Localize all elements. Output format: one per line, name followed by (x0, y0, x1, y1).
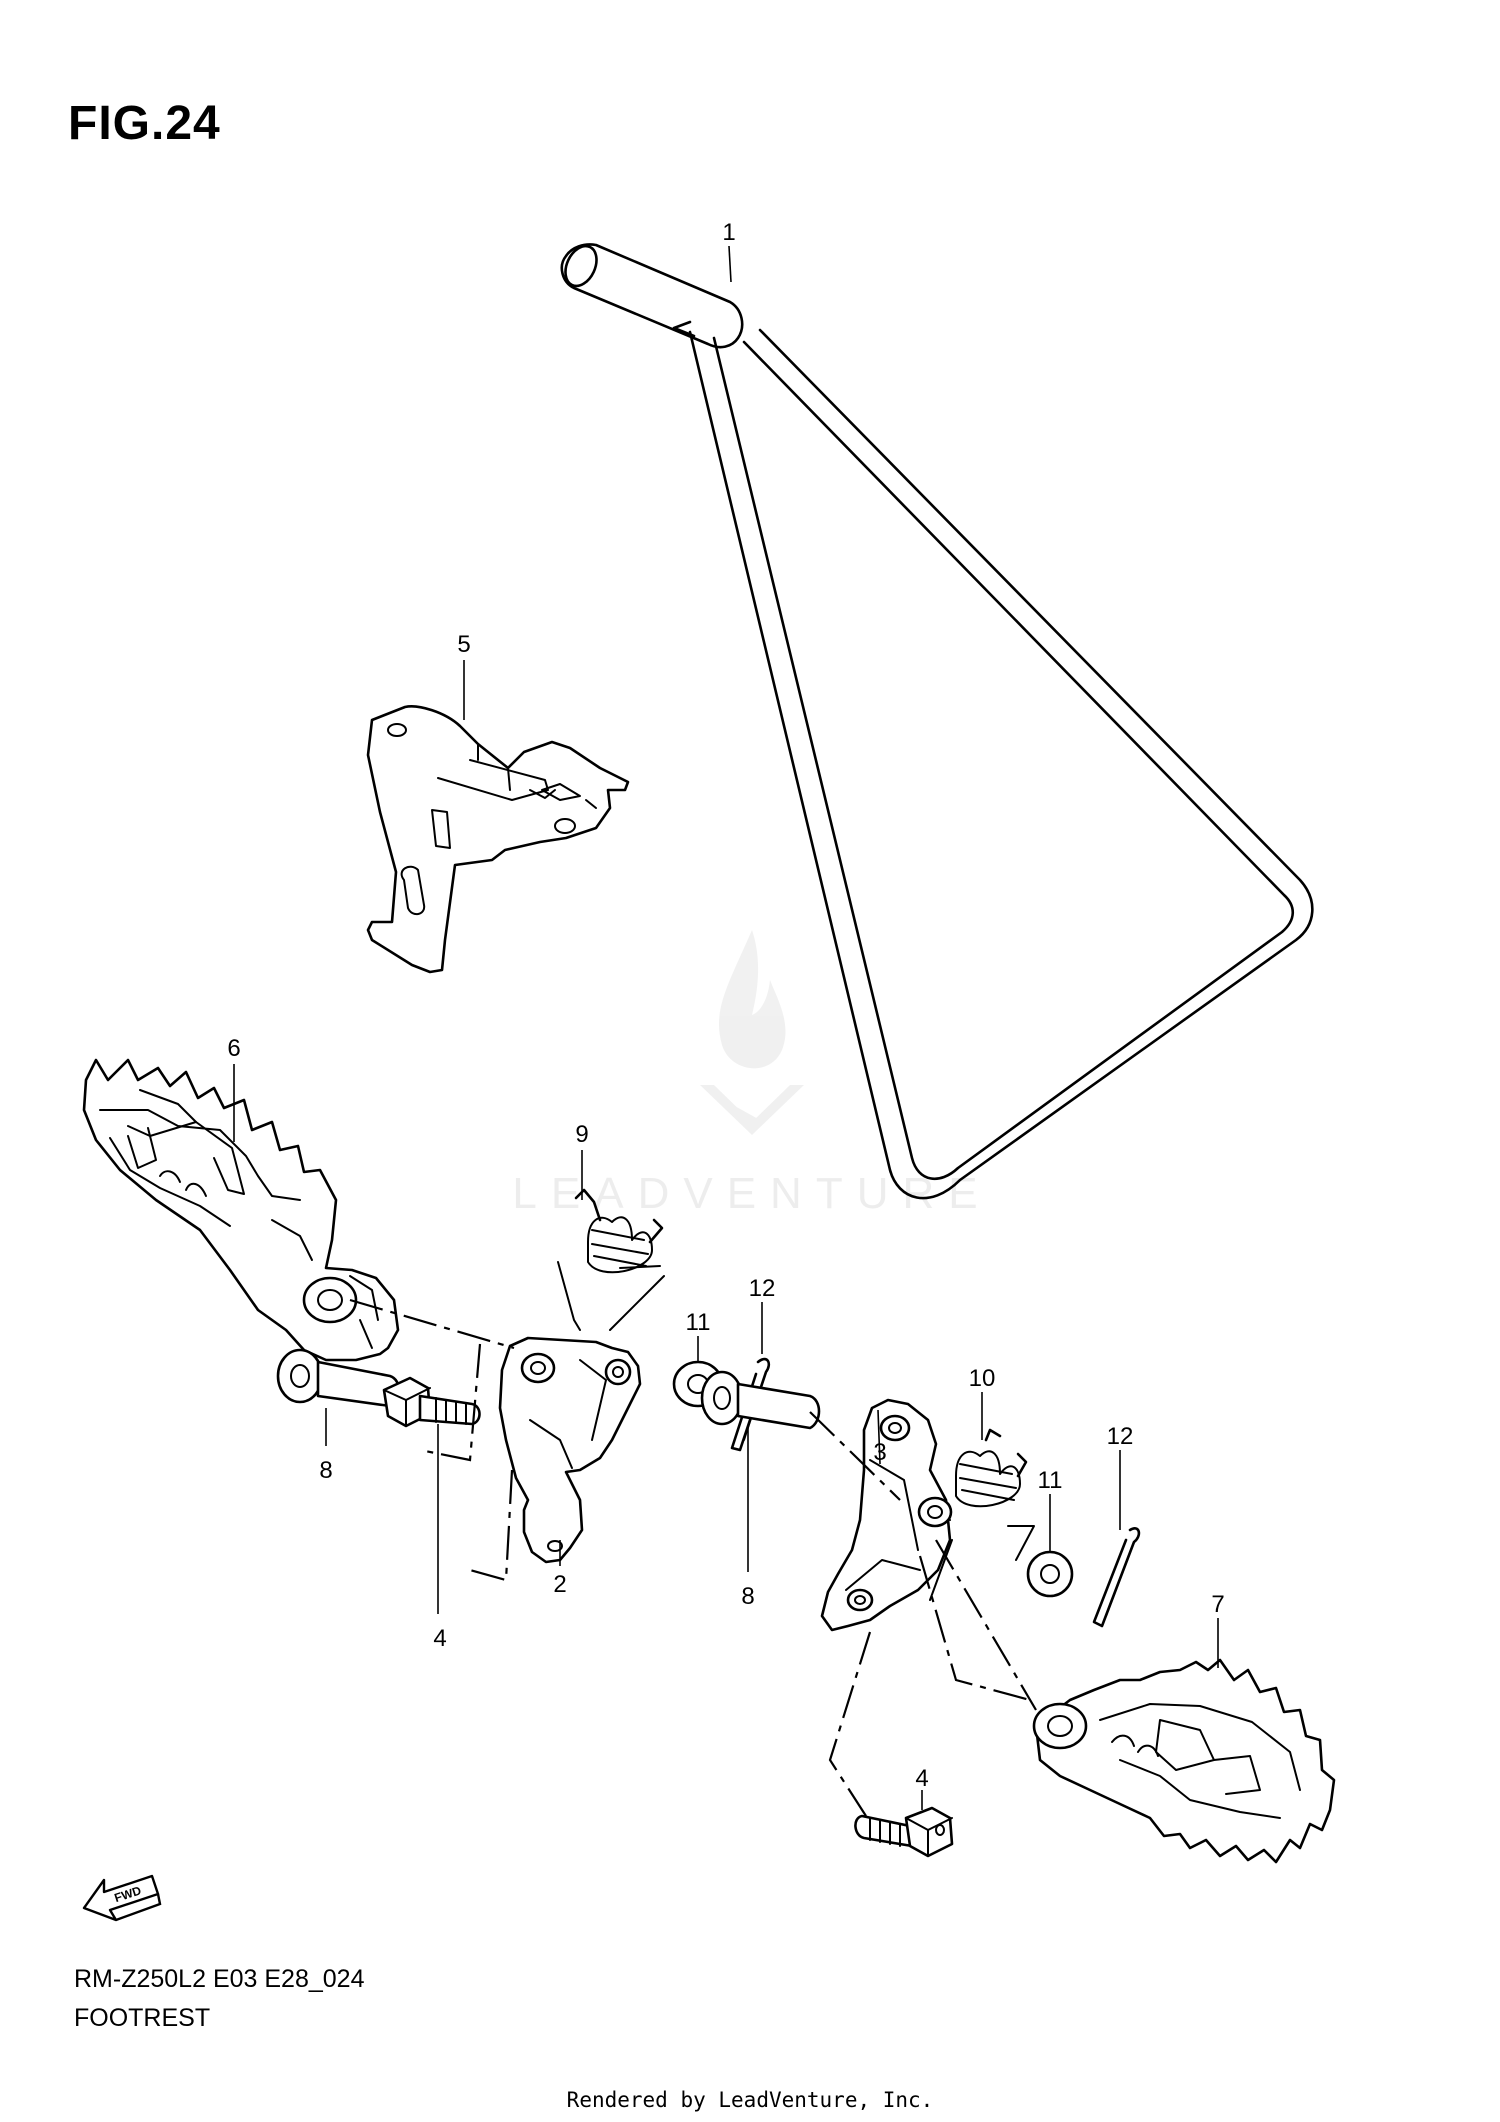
part-spring-right[interactable] (929, 1428, 1035, 1601)
watermark-flame-icon (718, 930, 786, 1069)
assembly-line-left-1 (349, 1298, 515, 1350)
callout-labels: 1 2 3 4 4 5 6 7 8 8 9 10 11 11 12 12 (227, 219, 1224, 1792)
watermark: LEADVENTURE (512, 930, 991, 1218)
assembly-line-left-2 (419, 1343, 482, 1462)
part-spring-left[interactable] (557, 1188, 665, 1331)
callout-7: 7 (1211, 1591, 1224, 1618)
watermark-text: LEADVENTURE (512, 1169, 991, 1218)
part-bolt-right[interactable] (854, 1806, 954, 1858)
assembly-line-right-2 (828, 1631, 872, 1817)
callout-8-right: 8 (741, 1583, 754, 1610)
part-washer-right[interactable] (1026, 1550, 1074, 1598)
assembly-line-right-1 (809, 1411, 901, 1501)
callout-6: 6 (227, 1035, 240, 1062)
footer: Rendered by LeadVenture, Inc. (0, 2088, 1500, 2112)
part-bracket[interactable] (366, 705, 630, 974)
diagram-name: FOOTREST (74, 2004, 211, 2032)
footer-rendered-by: Rendered by LeadVenture, Inc. (566, 2088, 934, 2112)
part-stand[interactable] (559, 241, 1314, 1200)
assembly-line-left-3 (469, 1469, 514, 1582)
assembly-line-right-3 (935, 1539, 1037, 1711)
part-pivot-bracket-right[interactable] (820, 1398, 953, 1632)
watermark-v-icon (700, 1085, 804, 1135)
callout-1: 1 (722, 219, 735, 246)
callout-5: 5 (457, 631, 470, 658)
leader-lines (233, 245, 1219, 1810)
part-footpeg-right[interactable] (1032, 1658, 1336, 1864)
callout-11-left: 11 (686, 1309, 711, 1336)
callout-11-right: 11 (1038, 1467, 1063, 1494)
part-pivot-bracket-left[interactable] (498, 1336, 642, 1564)
part-pin-right[interactable] (700, 1370, 821, 1430)
part-pin-left[interactable] (276, 1348, 401, 1408)
diagram-code: RM-Z250L2 E03 E28_024 (74, 1965, 365, 1993)
callout-12-right: 12 (1107, 1423, 1134, 1450)
callout-10: 10 (969, 1365, 996, 1392)
callout-12-left: 12 (749, 1275, 776, 1302)
part-cotter-pin-right[interactable] (1092, 1527, 1141, 1628)
callout-3: 3 (873, 1439, 886, 1466)
part-footpeg-left[interactable] (82, 1058, 400, 1362)
callout-9: 9 (575, 1121, 588, 1148)
callout-4-left: 4 (433, 1625, 446, 1652)
callout-2: 2 (553, 1571, 566, 1598)
callout-4-right: 4 (915, 1765, 928, 1792)
part-bolt-left[interactable] (382, 1376, 481, 1428)
assembly-line-right-4 (918, 1555, 1031, 1702)
callout-8-left: 8 (319, 1457, 332, 1484)
figure-title: FIG.24 (68, 97, 221, 150)
fwd-arrow-icon: FWD (82, 1874, 162, 1922)
